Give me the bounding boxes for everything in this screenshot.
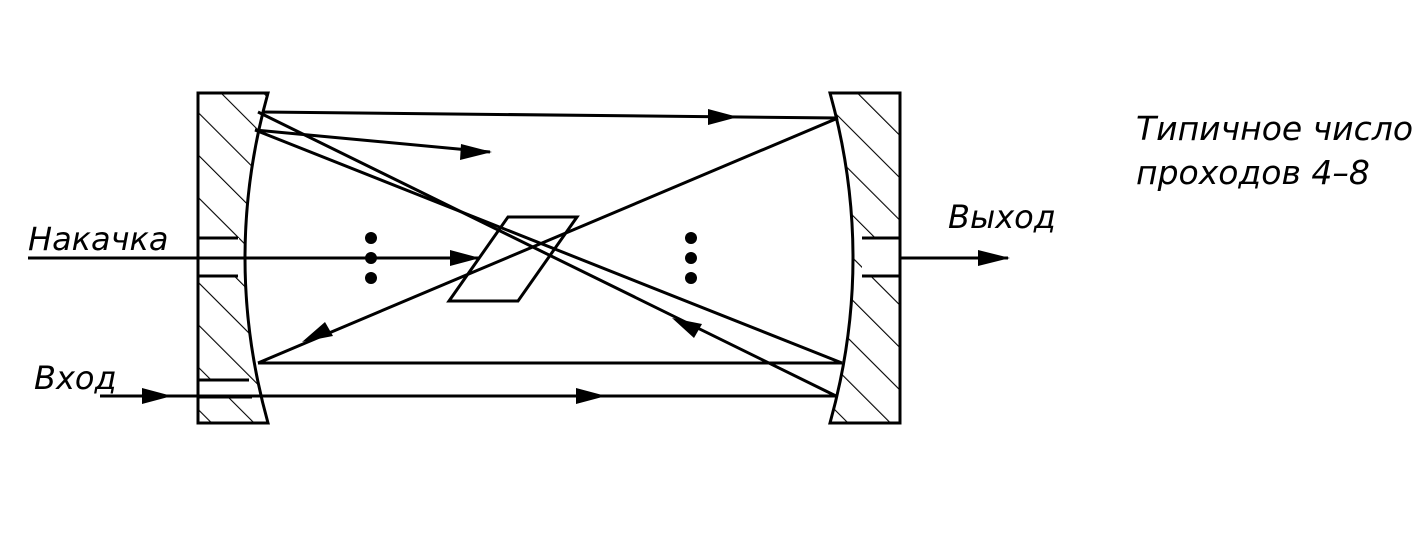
arrow-pump [450,250,480,266]
arrow-input-beam [576,388,606,404]
arrowheads [142,109,1010,404]
arrow-return-left [302,322,333,342]
input-label: Вход [34,359,117,397]
pass-dots [365,232,697,284]
right-concave-mirror [828,91,902,425]
pump-label: Накачка [28,220,168,258]
arrow-top-deflect [460,144,492,160]
output-label: Выход [948,198,1056,236]
arrow-diag-up [672,318,702,338]
note-line1: Типичное число [1136,109,1413,148]
arrow-input [142,388,172,404]
note-line2: проходов 4–8 [1136,153,1370,192]
beam-paths [100,110,1008,398]
arrow-top [708,109,738,125]
arrow-output [978,250,1010,266]
